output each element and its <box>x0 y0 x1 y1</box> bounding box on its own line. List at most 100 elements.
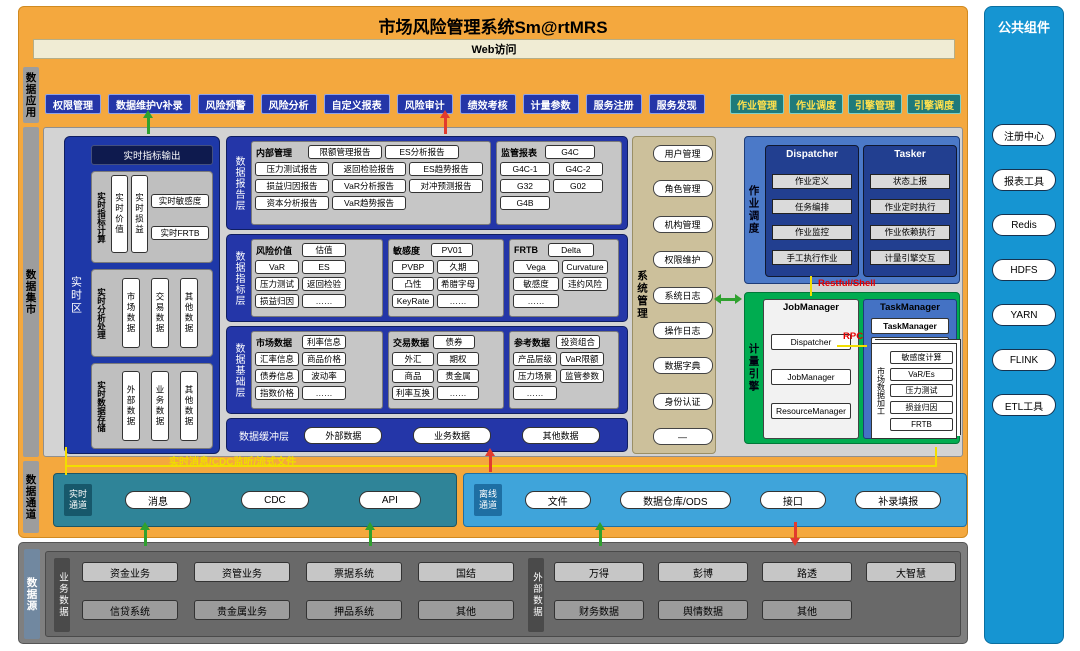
metric-node[interactable]: ES <box>302 260 346 274</box>
base-data-node[interactable]: 贵金属 <box>437 369 479 383</box>
source-system-node[interactable]: 资管业务 <box>194 562 290 582</box>
app-button[interactable]: 服务注册 <box>585 94 642 114</box>
dispatcher-node[interactable]: 手工执行作业 <box>772 250 852 266</box>
metric-node[interactable]: PVBP <box>392 260 434 274</box>
app-button[interactable]: 权限管理 <box>45 94 101 114</box>
system-mgmt-node[interactable]: 用户管理 <box>652 145 713 162</box>
app-button[interactable]: 计量参数 <box>522 94 579 114</box>
base-data-node[interactable]: 期权 <box>437 352 479 366</box>
source-system-node[interactable]: 贵金属业务 <box>194 600 290 620</box>
app-button[interactable]: 自定义报表 <box>323 94 390 114</box>
source-system-node[interactable]: 舆情数据 <box>658 600 748 620</box>
report-node[interactable]: G4B <box>500 196 550 210</box>
source-system-node[interactable]: 押品系统 <box>306 600 402 620</box>
common-component-node[interactable]: HDFS <box>992 259 1056 281</box>
buffer-data-node[interactable]: 外部数据 <box>304 426 383 444</box>
base-data-node[interactable]: …… <box>513 386 557 400</box>
base-data-node[interactable]: …… <box>302 386 346 400</box>
app-button[interactable]: 风险分析 <box>260 94 317 114</box>
system-mgmt-node[interactable]: 系统日志 <box>652 286 713 304</box>
realtime-data-node[interactable]: 业务数据 <box>151 371 169 441</box>
metric-node[interactable]: PV01 <box>431 243 473 257</box>
report-node[interactable]: VaR分析报告 <box>332 179 406 193</box>
realtime-data-node[interactable]: 其他数据 <box>180 371 198 441</box>
channel-node[interactable]: 消息 <box>125 491 192 509</box>
realtime-data-node[interactable]: 交易数据 <box>151 278 169 348</box>
source-system-node[interactable]: 财务数据 <box>554 600 644 620</box>
engine-button[interactable]: 作业管理 <box>730 94 784 114</box>
system-mgmt-node[interactable]: 操作日志 <box>652 321 713 339</box>
source-system-node[interactable]: 万得 <box>554 562 644 582</box>
base-data-node[interactable]: 债券 <box>433 335 475 349</box>
system-mgmt-node[interactable]: 角色管理 <box>652 180 713 198</box>
channel-node[interactable]: 补录填报 <box>855 491 942 509</box>
metric-node[interactable]: VaR <box>255 260 299 274</box>
base-data-node[interactable]: 波动率 <box>302 369 346 383</box>
metric-node[interactable]: 估值 <box>302 243 346 257</box>
tasker-node[interactable]: 作业依赖执行 <box>870 224 950 240</box>
dispatcher-node[interactable]: 任务编排 <box>772 199 852 215</box>
base-data-node[interactable]: 产品层级 <box>513 352 557 366</box>
report-node[interactable]: ES趋势报告 <box>409 162 483 176</box>
metric-node[interactable]: 凸性 <box>392 277 434 291</box>
realtime-metric[interactable]: 实时敏感度 <box>151 193 209 208</box>
tasker-node[interactable]: 状态上报 <box>870 173 950 189</box>
system-mgmt-node[interactable]: 身份认证 <box>652 392 713 410</box>
source-system-node[interactable]: 国结 <box>418 562 514 582</box>
metric-node[interactable]: KeyRate <box>392 294 434 308</box>
realtime-metric[interactable]: 实时损益 <box>131 175 148 253</box>
engine-button[interactable]: 作业调度 <box>789 94 843 114</box>
metric-node[interactable]: 返回检验 <box>302 277 346 291</box>
source-system-node[interactable]: 其他 <box>762 600 852 620</box>
source-system-node[interactable]: 资金业务 <box>82 562 178 582</box>
common-component-node[interactable]: Redis <box>992 214 1056 236</box>
channel-node[interactable]: CDC <box>241 491 309 509</box>
channel-node[interactable]: 数据仓库/ODS <box>620 491 731 509</box>
report-node[interactable]: G4C-2 <box>553 162 603 176</box>
common-component-node[interactable]: 报表工具 <box>992 169 1056 191</box>
metric-node[interactable]: …… <box>302 294 346 308</box>
report-node[interactable]: 压力测试报告 <box>255 162 329 176</box>
report-node[interactable]: 限额管理报告 <box>308 145 382 159</box>
metric-node[interactable]: …… <box>437 294 479 308</box>
source-system-node[interactable]: 路透 <box>762 562 852 582</box>
dispatcher-node[interactable]: 作业监控 <box>772 224 852 240</box>
base-data-node[interactable]: 利率信息 <box>302 335 346 349</box>
base-data-node[interactable]: 利率互换 <box>392 386 434 400</box>
realtime-metric[interactable]: 实时价值 <box>111 175 128 253</box>
system-mgmt-node[interactable]: 数据字典 <box>652 357 713 375</box>
base-data-node[interactable]: 监管参数 <box>560 369 604 383</box>
system-mgmt-node[interactable]: 机构管理 <box>652 215 713 233</box>
base-data-node[interactable]: 指数价格 <box>255 386 299 400</box>
dispatcher-node[interactable]: 作业定义 <box>772 173 852 189</box>
base-data-node[interactable]: 压力场景 <box>513 369 557 383</box>
report-node[interactable]: VaR趋势报告 <box>332 196 406 210</box>
source-system-node[interactable]: 票据系统 <box>306 562 402 582</box>
metric-node[interactable]: 压力测试 <box>255 277 299 291</box>
report-node[interactable]: 返回检验报告 <box>332 162 406 176</box>
metric-node[interactable]: Delta <box>548 243 594 257</box>
metric-node[interactable]: 损益归因 <box>255 294 299 308</box>
base-data-node[interactable]: 债券信息 <box>255 369 299 383</box>
report-node[interactable]: 资本分析报告 <box>255 196 329 210</box>
system-mgmt-node[interactable]: — <box>652 428 713 445</box>
calc-function-node[interactable]: VaR/Es <box>890 367 953 381</box>
jobmanager-node[interactable]: ResourceManager <box>771 403 851 420</box>
metric-node[interactable]: Curvature <box>562 260 608 274</box>
app-button[interactable]: 风险审计 <box>396 94 453 114</box>
calc-function-node[interactable]: 压力测试 <box>890 384 953 398</box>
base-data-node[interactable]: 投资组合 <box>556 335 600 349</box>
source-system-node[interactable]: 彭博 <box>658 562 748 582</box>
realtime-data-node[interactable]: 市场数据 <box>122 278 140 348</box>
tasker-node[interactable]: 作业定时执行 <box>870 199 950 215</box>
base-data-node[interactable]: VaR限额 <box>560 352 604 366</box>
jobmanager-node[interactable]: Dispatcher <box>771 333 851 350</box>
source-system-node[interactable]: 信贷系统 <box>82 600 178 620</box>
channel-node[interactable]: 接口 <box>759 491 826 509</box>
report-node[interactable]: 对冲预测报告 <box>409 179 483 193</box>
common-component-node[interactable]: ETL工具 <box>992 394 1056 416</box>
channel-node[interactable]: API <box>358 491 421 509</box>
source-system-node[interactable]: 大智慧 <box>866 562 956 582</box>
base-data-node[interactable]: 商品价格 <box>302 352 346 366</box>
report-node[interactable]: 损益归因报告 <box>255 179 329 193</box>
